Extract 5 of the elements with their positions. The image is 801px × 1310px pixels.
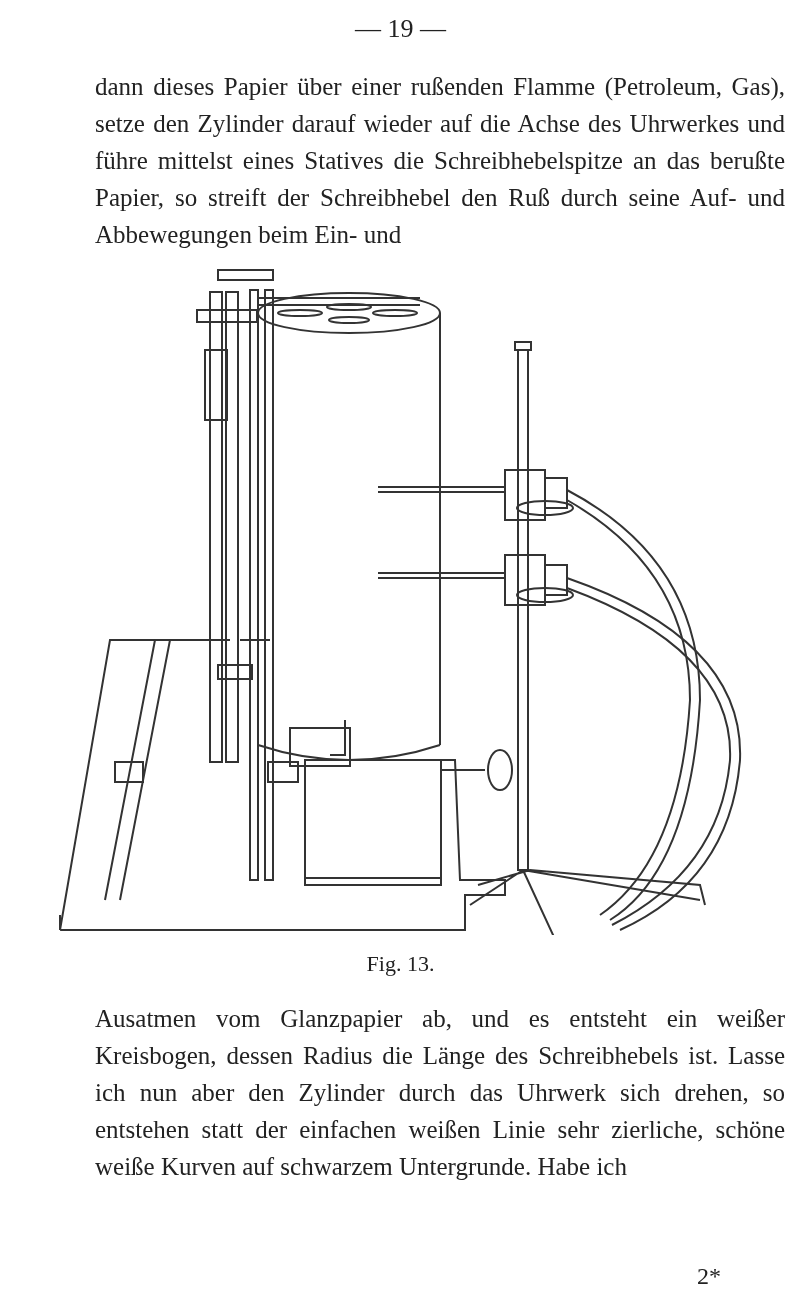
- paragraph: Ausatmen vom Glanzpapier ab, und es entsteht ein weißer Kreisbogen, dessen Radius die Länge des Schreibhebels ist. Lasse ich nun aber den Zylinder durch das Uhrwerk sich drehen, so entstehen statt der einfachen weißen Linie sehr zierliche, schöne weiße Kurven auf schwarzem Untergrunde. Habe ich: [95, 1004, 785, 1182]
- figure-caption: Fig. 13.: [365, 950, 436, 978]
- signature-mark: 2*: [697, 1262, 721, 1291]
- paragraph: dann dieses Papier über einer rußenden Flamme (Petroleum, Gas), setze den Zylinder darauf wieder auf die Achse des Uhrwerkes und führe mittelst eines Statives die Schreibhebelspitze an das berußte Papier, so streift der Schreibhebel den Ruß durch seine Auf- und Abbewegungen beim Ein- und: [95, 72, 785, 250]
- page-number: — 19 —: [353, 13, 448, 45]
